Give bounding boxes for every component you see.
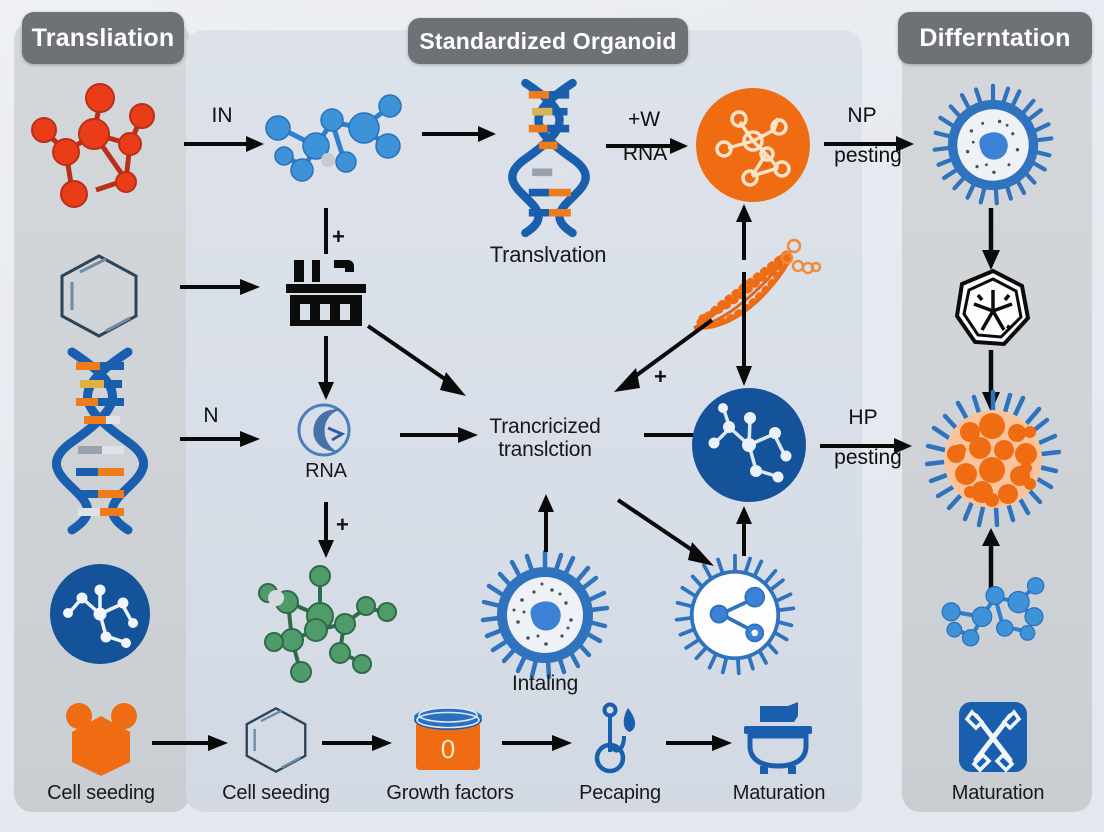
- blue-molecule-icon: [941, 577, 1045, 647]
- virus-cell-filled-icon: [924, 389, 1062, 528]
- plus-sign-3: +: [654, 364, 667, 389]
- bioreactor-icon: [744, 702, 812, 774]
- label-cell-seeding-mid: Cell seeding: [222, 782, 330, 804]
- panel-title-translation: Transliation: [22, 12, 184, 64]
- arrow-rna-to-green: [318, 502, 334, 558]
- arrow-bottom-4: [666, 735, 732, 751]
- arrow-spiral-to-bluecircle: [736, 272, 752, 386]
- arrow-label-w: +W: [627, 108, 661, 131]
- growth-factor-jar-icon: 0: [414, 707, 482, 770]
- arrow-to-dna: [422, 126, 496, 142]
- label-cell-seeding-left: Cell seeding: [47, 782, 155, 804]
- connector-vertical-1: [324, 208, 328, 254]
- blue-molecule-icon: [265, 94, 402, 182]
- arrow-label-pesting-hp: pesting: [834, 446, 902, 469]
- arrow-bottom-3: [502, 735, 572, 751]
- arrow-np-pesting: [824, 136, 914, 152]
- label-maturation-right: Maturation: [951, 782, 1045, 804]
- caption-transcription-line1: Trancricized: [489, 415, 601, 438]
- arrow-rna-to-transcription: [400, 427, 478, 443]
- blue-circle-molecule-icon: [692, 388, 806, 502]
- blue-circle-molecule-icon: [50, 564, 150, 664]
- capsid-polygon-icon: [954, 268, 1031, 347]
- arrow-transcription-to-network: [616, 498, 714, 566]
- crossed-tools-icon: [959, 702, 1027, 773]
- plus-sign-2: +: [336, 512, 349, 537]
- caption-rna: RNA: [305, 460, 347, 482]
- virus-cell-nucleus-icon: [932, 83, 1054, 206]
- arrow-intaling-up: [538, 494, 554, 552]
- arrow-printer-to-rna: [318, 336, 334, 400]
- arrow-label-pesting-np: pesting: [834, 144, 902, 167]
- arrow-bottom-1: [152, 735, 228, 751]
- rna-swirl-icon: [297, 403, 351, 457]
- arrow-label-in: IN: [211, 104, 233, 127]
- arrow-w-rna: [606, 138, 688, 154]
- caption-transcription: Trancricized translction: [452, 415, 638, 461]
- arrow-printer-to-transcription: [366, 324, 466, 396]
- caption-translvation: Translvation: [489, 242, 607, 267]
- label-maturation-mid: Maturation: [732, 782, 826, 804]
- red-molecule-icon: [31, 83, 155, 208]
- orange-cell-cluster-icon: [66, 703, 137, 776]
- arrow-n: [180, 431, 260, 447]
- arrow-hp-pesting: [820, 438, 912, 454]
- arrow-network-to-bluecircle: [736, 506, 752, 556]
- dna-helix-icon: [508, 78, 590, 238]
- arrow-to-orange-circle: [736, 204, 752, 260]
- green-molecule-icon: [258, 565, 397, 683]
- virus-cell-network-icon: [674, 553, 796, 676]
- arrow-right-3: [982, 528, 1000, 590]
- arrow-benzene-to-printer: [180, 279, 260, 295]
- caption-intaling: Intaling: [511, 672, 579, 695]
- dna-helix-icon: [52, 347, 148, 535]
- hook-pipette-icon: [594, 702, 636, 774]
- arrow-label-hp: HP: [848, 406, 878, 429]
- arrow-label-n: N: [203, 404, 219, 427]
- arrow-spiral-to-transcription: [614, 318, 714, 392]
- benzene-ring-icon: [245, 707, 307, 773]
- benzene-ring-icon: [60, 254, 138, 338]
- virus-cell-nucleus-icon: [480, 549, 610, 680]
- panel-title-standardized-organoid: Standardized Organoid: [408, 18, 688, 64]
- label-growth-factors: Growth factors: [386, 782, 514, 804]
- caption-transcription-line2: translction: [498, 437, 592, 461]
- label-pecaping: Pecaping: [579, 782, 661, 804]
- arrow-right-1: [982, 208, 1000, 270]
- arrow-label-np: NP: [847, 104, 877, 127]
- arrow-label-rna: RNA: [622, 142, 668, 165]
- orange-circle-molecule-icon: [696, 88, 810, 202]
- plus-sign-1: +: [332, 224, 345, 249]
- panel-title-differentiation: Differntation: [898, 12, 1092, 64]
- jar-badge-text: 0: [441, 734, 455, 764]
- arrow-bottom-2: [322, 735, 392, 751]
- arrow-in: [184, 136, 264, 152]
- barcode-printer-icon: [286, 260, 366, 326]
